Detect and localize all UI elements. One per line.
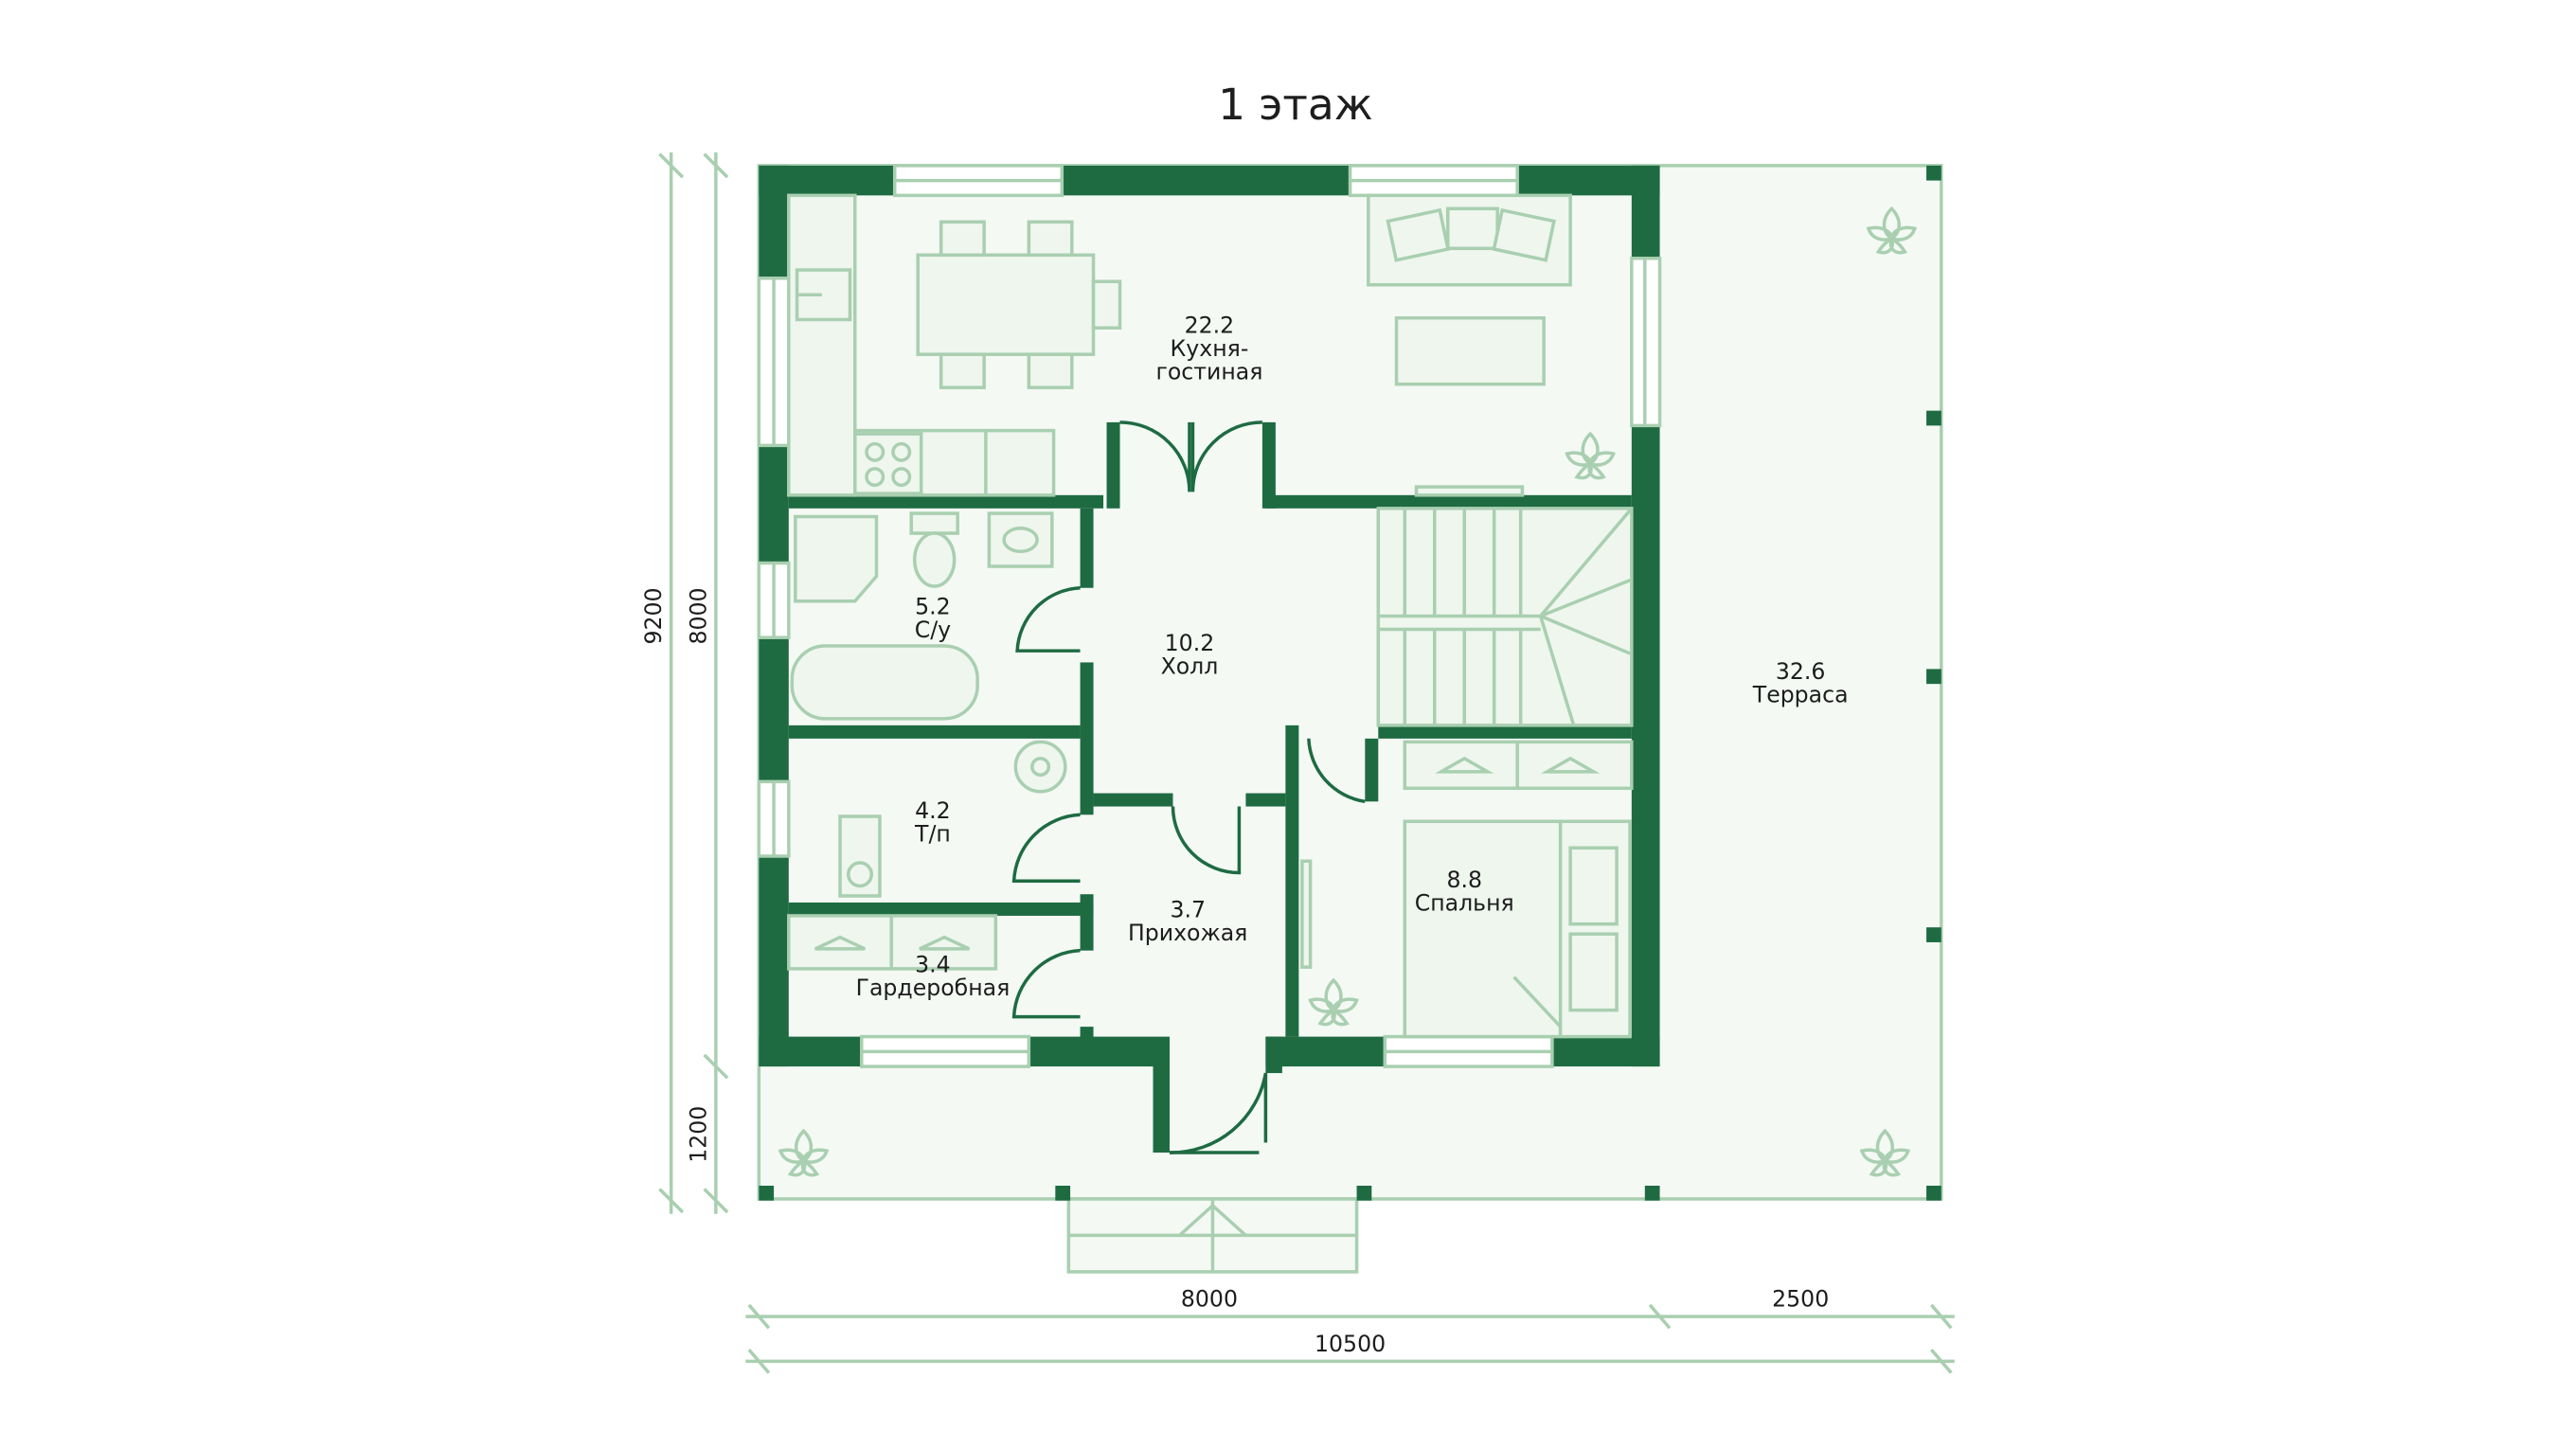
dining-table-icon [916, 220, 1122, 389]
room-area: 8.8 [1446, 867, 1482, 893]
room-area: 22.2 [1185, 312, 1235, 338]
dimension-porch-depth: 1200 [685, 1106, 711, 1163]
dimension-total-width: 10500 [1315, 1331, 1386, 1357]
dimension-house-height: 8000 [685, 587, 711, 644]
room-area: 3.7 [1170, 897, 1206, 923]
room-name: гостиная [1155, 358, 1262, 385]
room-name: С/у [915, 617, 951, 643]
dimension-terrace-width: 2500 [1772, 1286, 1829, 1313]
plant-icon [778, 1128, 830, 1177]
plant-icon [1308, 977, 1359, 1027]
room-name: Холл [1161, 653, 1219, 680]
plant-icon [1565, 431, 1616, 480]
room-area: 32.6 [1776, 658, 1826, 685]
dimension-house-width: 8000 [1181, 1286, 1238, 1313]
doors [1011, 420, 1366, 1154]
room-name: Гардеробная [856, 975, 1011, 1001]
bathtub-icon [790, 644, 979, 721]
room-name: Спальня [1415, 890, 1514, 917]
coffee-table [1394, 315, 1546, 386]
sofa-icon [1367, 193, 1572, 287]
dimension-lines [658, 152, 1955, 1374]
plant-icon [1866, 206, 1918, 255]
boiler-icon [838, 740, 1067, 898]
plan-title: 1 этаж [1218, 80, 1373, 130]
toilet-icon [909, 511, 959, 588]
interior-walls [788, 421, 1632, 1154]
room-labels: 22.2 Кухня- гостиная 5.2 С/у 10.2 Холл 4… [856, 312, 1849, 1000]
tv-stand [1414, 485, 1525, 497]
stairs-icon [1376, 507, 1634, 727]
plant-icon [1859, 1128, 1911, 1177]
room-name: Т/п [914, 820, 951, 847]
room-area: 3.4 [915, 951, 951, 977]
bedroom-tv [1300, 859, 1313, 969]
room-name: Прихожая [1128, 920, 1247, 946]
room-name: Терраса [1752, 681, 1849, 707]
room-area: 10.2 [1165, 630, 1215, 656]
wardrobe-icon [787, 914, 998, 971]
sink-icon [987, 511, 1054, 568]
room-area: 5.2 [915, 594, 951, 620]
room-area: 4.2 [915, 797, 951, 824]
terrace-posts [759, 165, 1941, 1201]
dimension-total-height: 9200 [640, 587, 667, 644]
windows [757, 164, 1662, 1068]
sink-icon [795, 268, 852, 322]
stove-icon [853, 432, 923, 495]
room-name: Кухня- [1171, 335, 1249, 362]
kitchen-counter [787, 193, 1056, 497]
bed-icon [1403, 819, 1632, 1039]
wardrobe-icon [1403, 740, 1634, 791]
dimension-labels: 9200 8000 1200 8000 2500 10500 [640, 587, 1829, 1356]
shower-icon [794, 514, 879, 603]
